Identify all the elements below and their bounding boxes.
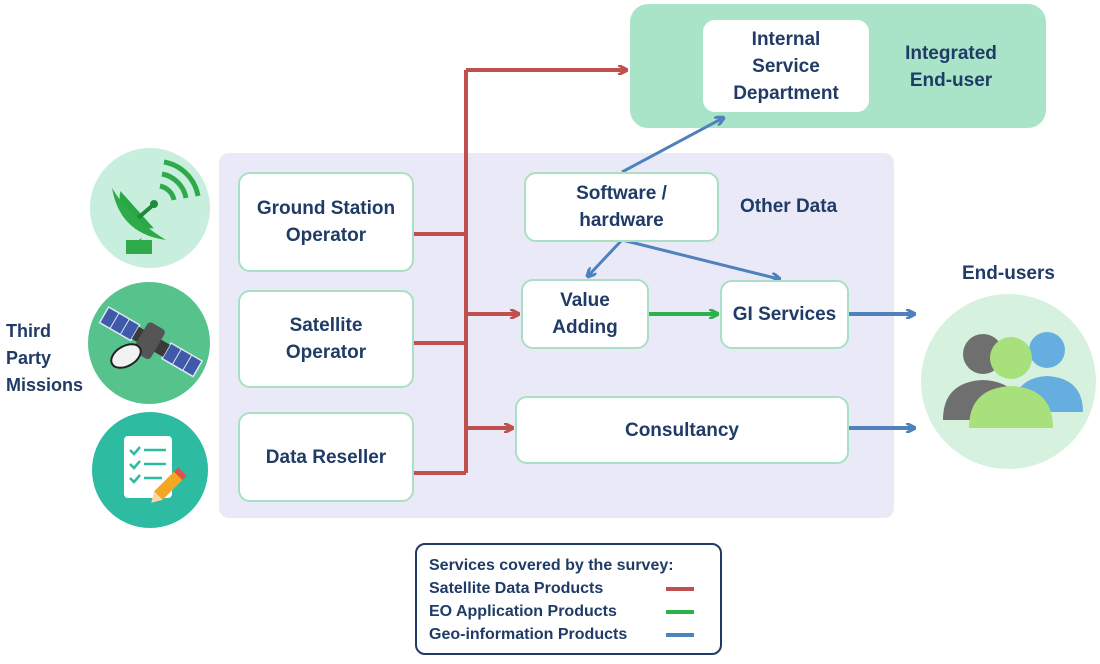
data-reseller-box: Data Reseller [238, 412, 414, 502]
gi-services-box: GI Services [720, 280, 849, 349]
satellite-operator-label: Satellite Operator [285, 315, 367, 363]
legend-swatch-green [666, 609, 694, 614]
gi-services-label: GI Services [732, 304, 837, 325]
legend-title: Services covered by the survey: [429, 557, 674, 574]
data-reseller-label: Data Reseller [265, 446, 387, 468]
consultancy-label: Consultancy [624, 419, 740, 441]
software-hardware-box: Software / hardware [524, 172, 719, 242]
legend: Services covered by the survey: Satellit… [415, 543, 722, 655]
software-hardware-label: Software / hardware [576, 183, 667, 231]
legend-row-eo-application: EO Application Products [429, 600, 708, 623]
checklist-icon [124, 436, 187, 503]
end-users-label: End-users [962, 263, 1055, 284]
blue-arrow-gi-services [621, 238, 779, 279]
satellite-icon [98, 305, 204, 378]
satellite-dish-circle [90, 148, 210, 268]
satellite-operator-box: Satellite Operator [238, 290, 414, 388]
internal-service-label: Internal Service Department [733, 28, 839, 104]
legend-row-satellite-data: Satellite Data Products [429, 577, 708, 600]
other-data-label: Other Data [740, 196, 838, 217]
ground-station-label: Ground Station Operator [256, 198, 396, 246]
legend-label: Satellite Data Products [429, 579, 604, 597]
legend-label: Geo-information Products [429, 625, 628, 643]
legend-row-geo-information: Geo-information Products [429, 623, 708, 646]
integrated-end-user-label: Integrated End-user [905, 43, 997, 91]
blue-arrow-internal [621, 118, 723, 174]
consultancy-box: Consultancy [515, 396, 849, 464]
blue-arrow-value-adding [588, 238, 624, 276]
third-party-missions-label: Third Party Missions [6, 321, 84, 395]
legend-swatch-red [666, 586, 694, 591]
satellite-circle [88, 282, 210, 404]
ground-station-box: Ground Station Operator [238, 172, 414, 272]
legend-label: EO Application Products [429, 602, 617, 620]
legend-swatch-blue [666, 632, 694, 637]
value-adding-box: Value Adding [521, 279, 649, 349]
internal-service-box: Internal Service Department [703, 20, 869, 112]
satellite-dish-icon [112, 159, 201, 254]
checklist-circle [92, 412, 208, 528]
users-group-icon [943, 332, 1083, 428]
value-adding-label: Value Adding [552, 290, 618, 338]
end-users-circle [921, 294, 1096, 469]
